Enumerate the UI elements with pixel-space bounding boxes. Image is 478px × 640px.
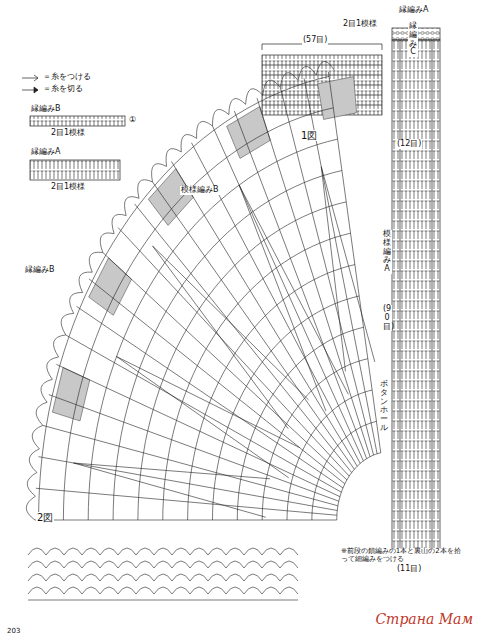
stitch-stroke [234,111,366,459]
stitch-stroke [35,520,337,521]
chart-label: 縁編みB [24,266,56,275]
chart-label: 縁編みA [398,6,429,15]
stitch-stroke [49,395,339,502]
stitch-stroke [77,306,343,488]
stitch-stroke [227,107,271,159]
stitch-stroke [337,453,381,520]
stitch-stroke [66,335,342,492]
chart-label: 縁編みA [30,148,61,157]
stitch-stroke [152,182,354,469]
stitch-stroke [89,258,132,315]
stitch-stroke [26,61,334,520]
stitch-stroke [28,561,298,568]
chart-label: (11目) [396,565,422,574]
chart-label: 2目1模様 [50,183,86,192]
chart-label: 2図 [36,512,54,523]
chart-label: 模様編みA [382,230,392,274]
page-number: 203 [6,628,21,636]
stitch-stroke [28,600,298,601]
chart-label: 模様編みB [180,186,220,195]
stitch-stroke [328,72,380,453]
chart-label: ＝糸をつける [42,73,92,82]
stitch-stroke [148,169,193,226]
chart-label: ① [128,116,137,125]
stitch-stroke [321,167,375,372]
stitch-stroke [28,574,298,581]
stitch-stroke [239,185,348,411]
stitch-stroke [56,364,340,496]
stitch-stroke [43,425,338,505]
chart-label: 縁編みC [408,22,418,57]
chart-label: 1図 [300,130,318,141]
stitch-stroke [318,77,357,120]
chart-label: (57目) [302,36,328,45]
watermark: Страна Мам [374,612,474,627]
chart-label: ※前段の鎖編みの1本と裏山の2本を拾って細編みをつける [340,548,462,563]
stitch-stroke [28,548,298,555]
stitch-stroke [280,87,373,455]
chart-label: (90目) [382,305,392,331]
stitch-stroke [213,126,364,461]
chart-label: ＝糸を切る [42,85,84,94]
chart-label: 2目1模様 [342,20,378,29]
stitch-stroke [117,357,300,478]
chart-label: (12目) [396,140,422,149]
stitch-stroke [36,488,337,515]
chart-label: 2目1模様 [50,129,86,138]
stitch-stroke [28,587,298,594]
chart-label: 縁編みB [30,105,62,114]
stitch-stroke [74,463,270,517]
stitch-stroke [257,98,370,457]
stitch-stroke [52,367,89,420]
chart-label: ボタンホール [379,380,389,433]
stitch-stroke [103,253,347,480]
